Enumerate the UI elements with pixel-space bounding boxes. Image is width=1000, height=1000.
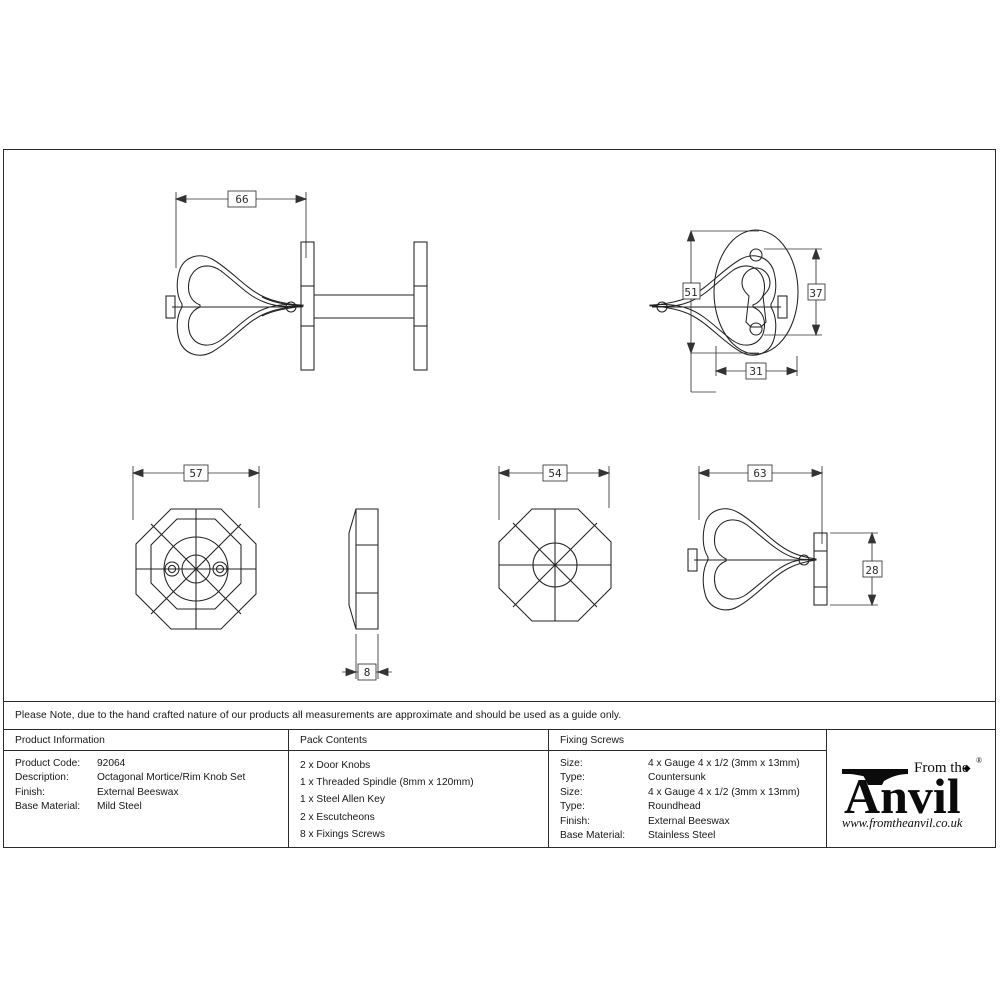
technical-drawing-area: 66 <box>4 150 995 701</box>
dimension-label-28: 28 <box>865 564 878 577</box>
product-code-label: Product Code: <box>15 758 81 769</box>
dimension-66 <box>174 190 308 268</box>
dimension-label-66: 66 <box>235 193 248 206</box>
base-material-label: Base Material: <box>15 801 81 813</box>
dimension-label-8: 8 <box>364 666 371 679</box>
table-row: Product Code: 92064 <box>15 757 288 771</box>
product-information-heading: Product Information <box>4 730 288 751</box>
dimension-57 <box>131 464 261 520</box>
description-label: Description: <box>15 772 69 784</box>
logo-url: www.fromtheanvil.co.uk <box>842 816 963 830</box>
screw-type-2-label: Type: <box>560 801 585 813</box>
dimension-label-63: 63 <box>753 467 766 480</box>
dimension-28 <box>830 531 883 607</box>
screw-size-1-label: Size: <box>560 758 583 769</box>
dimension-label-37: 37 <box>809 287 822 300</box>
dimension-label-51: 51 <box>684 286 697 299</box>
screw-base-material-value: Stainless Steel <box>648 830 716 842</box>
dimension-31 <box>714 346 799 380</box>
brand-logo-column: Anvil From the ® www.fromtheanvil.co.uk <box>826 730 994 847</box>
table-row: Finish: External Beeswax <box>560 815 826 829</box>
view-rose-profile: 8 <box>342 508 392 681</box>
dimension-37 <box>764 247 826 337</box>
logo-brand-main: Anvil <box>844 768 961 824</box>
dimension-8 <box>342 634 392 681</box>
logo-registered-mark: ® <box>976 756 982 765</box>
product-information-column: Product Information Product Code: 92064 … <box>4 730 288 847</box>
fixing-screws-column: Fixing Screws Size: 4 x Gauge 4 x 1/2 (3… <box>548 730 826 847</box>
table-row: Finish: External Beeswax <box>15 786 288 800</box>
table-row: Size: 4 x Gauge 4 x 1/2 (3mm x 13mm) <box>560 757 826 771</box>
screw-finish-label: Finish: <box>560 815 591 827</box>
screw-size-2-label: Size: <box>560 786 583 798</box>
list-item: 8 x Fixings Screws <box>300 828 385 840</box>
list-item: 1 x Threaded Spindle (8mm x 120mm) <box>300 777 474 789</box>
view-rose-front: 57 <box>131 464 261 630</box>
list-item: 2 x Escutcheons <box>300 811 375 823</box>
view-escutcheon: 51 37 <box>682 229 826 393</box>
from-the-anvil-logo: Anvil From the ® www.fromtheanvil.co.uk <box>841 756 982 830</box>
diamond-separator-icon <box>963 764 970 772</box>
product-information-body: Product Code: 92064 Description: Octagon… <box>4 751 288 815</box>
fixing-screws-body: Size: 4 x Gauge 4 x 1/2 (3mm x 13mm) Typ… <box>549 751 826 843</box>
pack-contents-column: Pack Contents 2 x Door Knobs 1 x Threade… <box>288 730 548 847</box>
dimension-54 <box>497 464 611 520</box>
screw-base-material-label: Base Material: <box>560 830 626 842</box>
table-row: Size: 4 x Gauge 4 x 1/2 (3mm x 13mm) <box>560 786 826 800</box>
description-value: Octagonal Mortice/Rim Knob Set <box>97 772 246 784</box>
finish-label: Finish: <box>15 786 46 798</box>
screw-finish-value: External Beeswax <box>648 815 730 827</box>
anvil-icon <box>841 768 908 785</box>
table-row: Description: Octagonal Mortice/Rim Knob … <box>15 771 288 785</box>
table-row: Base Material: Mild Steel <box>15 800 288 814</box>
view-knob-side: 63 <box>687 464 883 611</box>
logo-brand-small: From the <box>914 760 969 776</box>
measurement-note-row: Please Note, due to the hand crafted nat… <box>4 701 995 729</box>
dimension-label-57: 57 <box>189 467 202 480</box>
specification-sheet: 66 <box>3 149 996 848</box>
dimension-label-31: 31 <box>749 365 762 378</box>
table-row: Base Material: Stainless Steel <box>560 829 826 843</box>
pack-contents-heading: Pack Contents <box>289 730 548 751</box>
technical-drawing-svg: 66 <box>131 190 883 681</box>
screw-type-1-label: Type: <box>560 772 585 784</box>
list-item: 2 x Door Knobs <box>300 760 371 771</box>
fixing-screws-heading: Fixing Screws <box>549 730 826 751</box>
table-row: Type: Roundhead <box>560 800 826 814</box>
screw-type-1-value: Countersunk <box>648 772 706 784</box>
dimension-51 <box>682 229 759 393</box>
screw-size-1-value: 4 x Gauge 4 x 1/2 (3mm x 13mm) <box>648 758 800 769</box>
pack-contents-body: 2 x Door Knobs 1 x Threaded Spindle (8mm… <box>289 751 548 843</box>
table-row: Type: Countersunk <box>560 771 826 785</box>
dimension-63 <box>697 464 824 544</box>
product-code-value: 92064 <box>97 758 126 769</box>
screw-size-2-value: 4 x Gauge 4 x 1/2 (3mm x 13mm) <box>648 786 800 798</box>
screw-type-2-value: Roundhead <box>648 801 701 813</box>
view-knob-face: 54 <box>497 464 612 622</box>
list-item: 1 x Steel Allen Key <box>300 794 385 806</box>
measurement-note-text: Please Note, due to the hand crafted nat… <box>15 710 622 721</box>
information-table: Product Information Product Code: 92064 … <box>4 729 995 847</box>
view-knob-pair: 66 <box>165 190 788 371</box>
finish-value: External Beeswax <box>97 786 179 798</box>
base-material-value: Mild Steel <box>97 801 142 813</box>
dimension-label-54: 54 <box>548 467 562 480</box>
